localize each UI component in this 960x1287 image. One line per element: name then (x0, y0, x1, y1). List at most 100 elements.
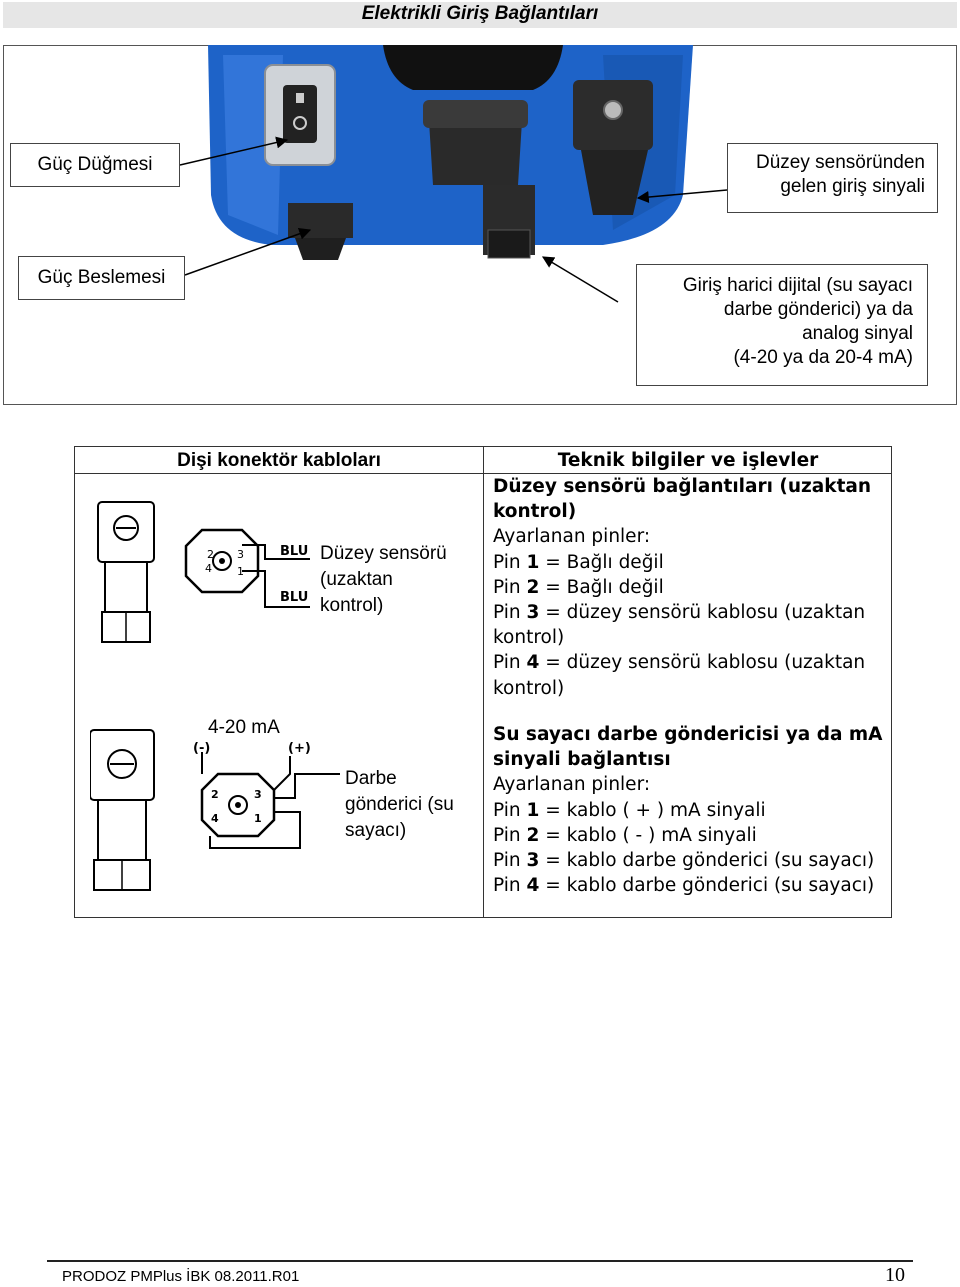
row2-caption: Darbe gönderici (su sayacı) (345, 766, 454, 844)
pin-description: = Bağlı değil (539, 551, 664, 573)
page-title: Elektrikli Giriş Bağlantıları (361, 3, 599, 24)
pin-label-4: 4 (211, 812, 219, 825)
pin-label-3: 3 (237, 548, 244, 561)
row1-tech: Düzey sensörü bağlantıları (uzaktan kont… (493, 474, 888, 701)
heading-line: sinyali bağlantısı (493, 749, 671, 771)
pump-head (383, 45, 563, 90)
pin-label-3: 3 (254, 788, 262, 801)
pin-number: 3 (526, 850, 540, 872)
pin-description: = kablo darbe gönderici (su sayacı) (539, 875, 875, 897)
pin-description: = düzey sensörü kablosu (uzaktan (539, 652, 866, 674)
plus-label: (+) (288, 741, 311, 756)
pin-line: kontrol) (493, 676, 888, 701)
wire-pulse-top (274, 773, 340, 799)
caption-line: Düzey sensörü (320, 543, 447, 564)
pin-description: kontrol) (493, 677, 565, 699)
label-line: (4-20 ya da 20-4 mA) (733, 347, 913, 368)
wire-top (242, 544, 310, 560)
pin-number: 1 (526, 551, 540, 573)
pin-prefix: Pin (493, 799, 527, 821)
connector-cap (97, 501, 155, 563)
pin-number: 2 (526, 576, 540, 598)
caption-line: Darbe (345, 768, 397, 789)
pulse-connector-diagram: 4-20 mA (-) (+) 2 3 4 1 (90, 717, 340, 891)
pin-number: 4 (526, 875, 540, 897)
power-switch (283, 85, 317, 143)
pin-number: 3 (526, 602, 540, 624)
row1-caption: Düzey sensörü (uzaktan kontrol) (320, 541, 447, 619)
title-bar (3, 2, 957, 28)
table-header-left: Dişi konektör kabloları (177, 450, 381, 471)
callout-arrows (179, 136, 728, 303)
pin-prefix: Pin (493, 824, 527, 846)
arrow-external-input (541, 256, 619, 303)
wire-pulse-bottom (209, 811, 301, 849)
table-divider (483, 446, 485, 918)
pin-prefix: Pin (493, 576, 527, 598)
pin-description: kontrol) (493, 627, 565, 649)
row2-intro: Ayarlanan pinler: (493, 774, 651, 796)
pin-description: = kablo darbe gönderici (su sayacı) (539, 850, 875, 872)
pin-line: Pin 3 = düzey sensörü kablosu (uzaktan (493, 600, 888, 625)
table-header-rule-right (484, 473, 892, 475)
pin-line: Pin 1 = Bağlı değil (493, 550, 888, 575)
arrow-power-switch (179, 136, 289, 166)
heading-line: kontrol) (493, 501, 577, 523)
label-external-input: Giriş harici dijital (su sayacı darbe gö… (636, 264, 928, 386)
label-line: darbe gönderici) ya da (723, 299, 913, 320)
caption-line: kontrol) (320, 595, 384, 616)
ma-label: 4-20 mA (208, 717, 280, 738)
pin-prefix: Pin (493, 875, 527, 897)
wire-label-bottom: BLU (280, 590, 308, 605)
row2-heading: Su sayacı darbe göndericisi ya da mA sin… (493, 722, 888, 772)
pin-label-1: 1 (254, 812, 262, 825)
table-header-right: Teknik bilgiler ve işlevler (557, 450, 819, 471)
pin-line: kontrol) (493, 625, 888, 650)
label-power-supply: Güç Beslemesi (18, 256, 185, 300)
pin-description: = düzey sensörü kablosu (uzaktan (539, 602, 866, 624)
pin-line: Pin 2 = Bağlı değil (493, 575, 888, 600)
wire-label-top: BLU (280, 544, 308, 559)
pin-label-2: 2 (211, 788, 219, 801)
pin-face (184, 528, 260, 594)
table-header-rule-left (74, 473, 484, 475)
level-sensor-connector-diagram: 2 3 4 1 BLU BLU (97, 501, 310, 643)
pin-face (200, 772, 276, 838)
pin-number: 4 (526, 652, 540, 674)
pin-number: 2 (526, 824, 540, 846)
wire-bottom (242, 570, 310, 608)
row2-tech: Su sayacı darbe göndericisi ya da mA sin… (493, 722, 888, 898)
label-line: gelen giriş sinyali (780, 176, 925, 197)
label-line: analog sinyal (802, 323, 913, 344)
row1-intro: Ayarlanan pinler: (493, 526, 651, 548)
pin-number: 1 (526, 799, 540, 821)
caption-line: (uzaktan (320, 569, 393, 590)
caption-line: sayacı) (345, 820, 407, 841)
label-line: Giriş harici dijital (su sayacı (682, 275, 913, 296)
heading-line: Su sayacı darbe göndericisi ya da mA (493, 724, 883, 745)
pin-line: Pin 4 = düzey sensörü kablosu (uzaktan (493, 650, 888, 675)
pin-description: = kablo ( - ) mA sinyali (539, 824, 757, 846)
label-level-sensor-input: Düzey sensöründen gelen giriş sinyali (727, 143, 938, 213)
heading-line: Düzey sensörü bağlantıları (uzaktan (493, 476, 872, 497)
footer-rule (47, 1260, 913, 1262)
pin-label-4: 4 (205, 562, 212, 575)
pin-line: Pin 3 = kablo darbe gönderici (su sayacı… (493, 848, 888, 873)
label-power-switch: Güç Düğmesi (10, 143, 180, 187)
pin-line: Pin 2 = kablo ( - ) mA sinyali (493, 823, 888, 848)
pin-prefix: Pin (493, 850, 527, 872)
pin-prefix: Pin (493, 551, 527, 573)
arrow-level-sensor (636, 189, 728, 204)
pin-label-1: 1 (237, 565, 244, 578)
label-line: Düzey sensöründen (756, 152, 925, 173)
wire-plus (273, 756, 291, 791)
pin-description: = Bağlı değil (539, 576, 664, 598)
connector-body (97, 799, 147, 861)
row1-heading: Düzey sensörü bağlantıları (uzaktan kont… (493, 474, 888, 524)
pin-prefix: Pin (493, 652, 527, 674)
caption-line: gönderici (su (345, 794, 454, 815)
pin-line: Pin 4 = kablo darbe gönderici (su sayacı… (493, 873, 888, 898)
pin-description: = kablo ( + ) mA sinyali (539, 799, 766, 821)
